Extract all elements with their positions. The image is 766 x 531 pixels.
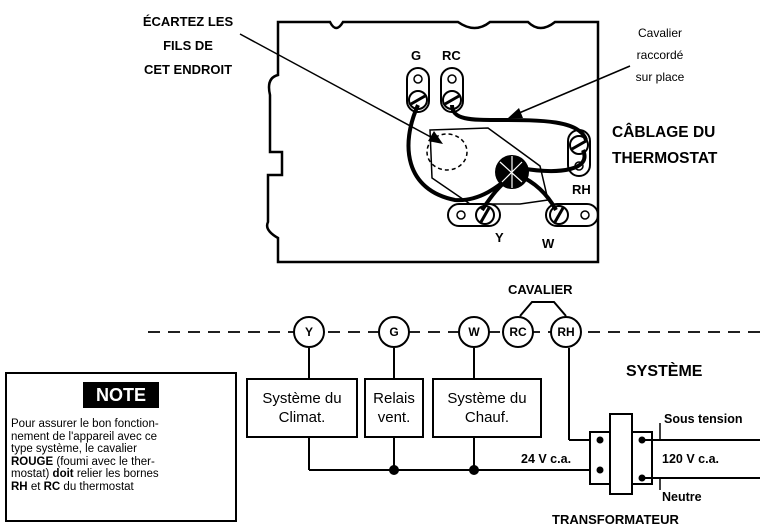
- terminal-w-screw-slot: [553, 207, 565, 223]
- terminal-rc-upper-hole: [447, 74, 457, 84]
- wire-rc: [450, 104, 588, 141]
- secondary-voltage-label: 24 V c.a.: [521, 452, 572, 466]
- terminal-rc-screw-slot: [444, 94, 460, 106]
- terminal-rh-screw-slot: [571, 139, 587, 151]
- note-line-7: et: [27, 480, 44, 493]
- field-jumper-line-3: sur place: [635, 70, 685, 84]
- field-jumper-arrowhead: [508, 108, 523, 118]
- wiring-title-line-1: CÂBLAGE DU: [612, 124, 716, 141]
- neutral-label: Neutre: [662, 490, 702, 504]
- junction-dot-2: [469, 465, 479, 475]
- field-jumper-label: Cavalier raccordé sur place: [610, 22, 710, 88]
- fan-relay-line-2: vent.: [377, 409, 411, 426]
- spread-wires-line-3: CET ENDROIT: [143, 62, 233, 77]
- transformer-label: TRANSFORMATEUR: [552, 512, 679, 527]
- note-bold-rh: RH: [11, 480, 28, 493]
- spread-wires-arrowhead: [428, 131, 443, 144]
- terminal-w-hole: [580, 210, 590, 220]
- heating-box-line-1: Système du: [447, 390, 527, 407]
- field-jumper-leader: [511, 65, 631, 117]
- terminal-w-slot: [545, 203, 599, 227]
- wiring-title: CÂBLAGE DU THERMOSTAT: [612, 120, 717, 172]
- thermostat-subbase-outline: [265, 20, 600, 264]
- note-line-1: Pour assurer le bon fonction-: [11, 418, 159, 430]
- note-line-4: (foumi avec le ther-: [53, 455, 155, 468]
- system-label: SYSTÈME: [626, 363, 703, 380]
- terminal-g-slot: [406, 67, 430, 113]
- terminal-y-screw-slot: [479, 207, 491, 223]
- primary-voltage-label: 120 V c.a.: [662, 452, 719, 466]
- field-jumper-line-1: Cavalier: [637, 26, 682, 40]
- system-terminal-rc: RC: [502, 316, 534, 348]
- transformer-terminal-2: [596, 466, 604, 474]
- fan-relay-line-1: Relais: [373, 390, 415, 407]
- note-line-5: mostat): [11, 468, 53, 480]
- wire-bundle-strands: [499, 156, 523, 188]
- junction-dot-1: [389, 465, 399, 475]
- wiring-title-line-2: THERMOSTAT: [612, 150, 718, 167]
- transformer-primary-coil: [631, 431, 653, 485]
- wire-opening: [429, 127, 549, 205]
- note-line-8: du thermostat: [60, 480, 134, 493]
- note-title: NOTE: [83, 382, 159, 408]
- note-line-2: nement de l'appareil avec ce: [11, 430, 158, 443]
- heating-box-line-2: Chauf.: [464, 409, 510, 426]
- terminal-g-screw-slot: [410, 94, 426, 106]
- transformer-terminal-1: [596, 436, 604, 444]
- spread-wires-label: ÉCARTEZ LES FILS DE CET ENDROIT: [108, 10, 268, 82]
- note-bold-rc: RC: [43, 480, 61, 493]
- live-label: Sous tension: [664, 412, 743, 426]
- terminal-g-label: G: [411, 48, 422, 63]
- cooling-system-box: Système du Climat.: [246, 378, 358, 438]
- jumper-label: CAVALIER: [508, 282, 573, 297]
- terminal-y-hole: [456, 210, 466, 220]
- wire-rh: [519, 149, 587, 173]
- system-terminal-w: W: [458, 316, 490, 348]
- note-line-3: type système, le cavalier: [11, 443, 137, 455]
- terminal-rh-label: RH: [572, 182, 591, 197]
- spread-wires-line-2: FILS DE: [163, 38, 213, 53]
- spread-wires-line-1: ÉCARTEZ LES: [142, 14, 234, 29]
- wire-hole-dashed: [426, 133, 468, 171]
- field-jumper-line-2: raccordé: [636, 48, 684, 62]
- wire-g: [406, 104, 514, 203]
- terminal-rc-label: RC: [442, 48, 461, 63]
- system-terminal-rh: RH: [550, 316, 582, 348]
- note-bold-rouge: ROUGE: [11, 455, 54, 468]
- system-terminal-y: Y: [293, 316, 325, 348]
- note-text: Pour assurer le bon fonction- nement de …: [11, 418, 233, 493]
- terminal-y-label: Y: [495, 230, 504, 245]
- note-bold-doit: doit: [52, 468, 74, 480]
- transformer-core: [609, 413, 633, 495]
- cooling-box-line-2: Climat.: [278, 409, 326, 426]
- note-line-6: relier les bornes: [73, 468, 159, 480]
- terminal-w-label: W: [542, 236, 555, 251]
- heating-system-box: Système du Chauf.: [432, 378, 542, 438]
- terminal-g-upper-hole: [413, 74, 423, 84]
- terminal-y-slot: [447, 203, 501, 227]
- spread-wires-leader: [239, 33, 441, 143]
- system-terminal-g: G: [378, 316, 410, 348]
- cooling-box-line-1: Système du: [262, 390, 342, 407]
- jumper-rc-rh: [519, 301, 567, 317]
- fan-relay-box: Relais vent.: [364, 378, 424, 438]
